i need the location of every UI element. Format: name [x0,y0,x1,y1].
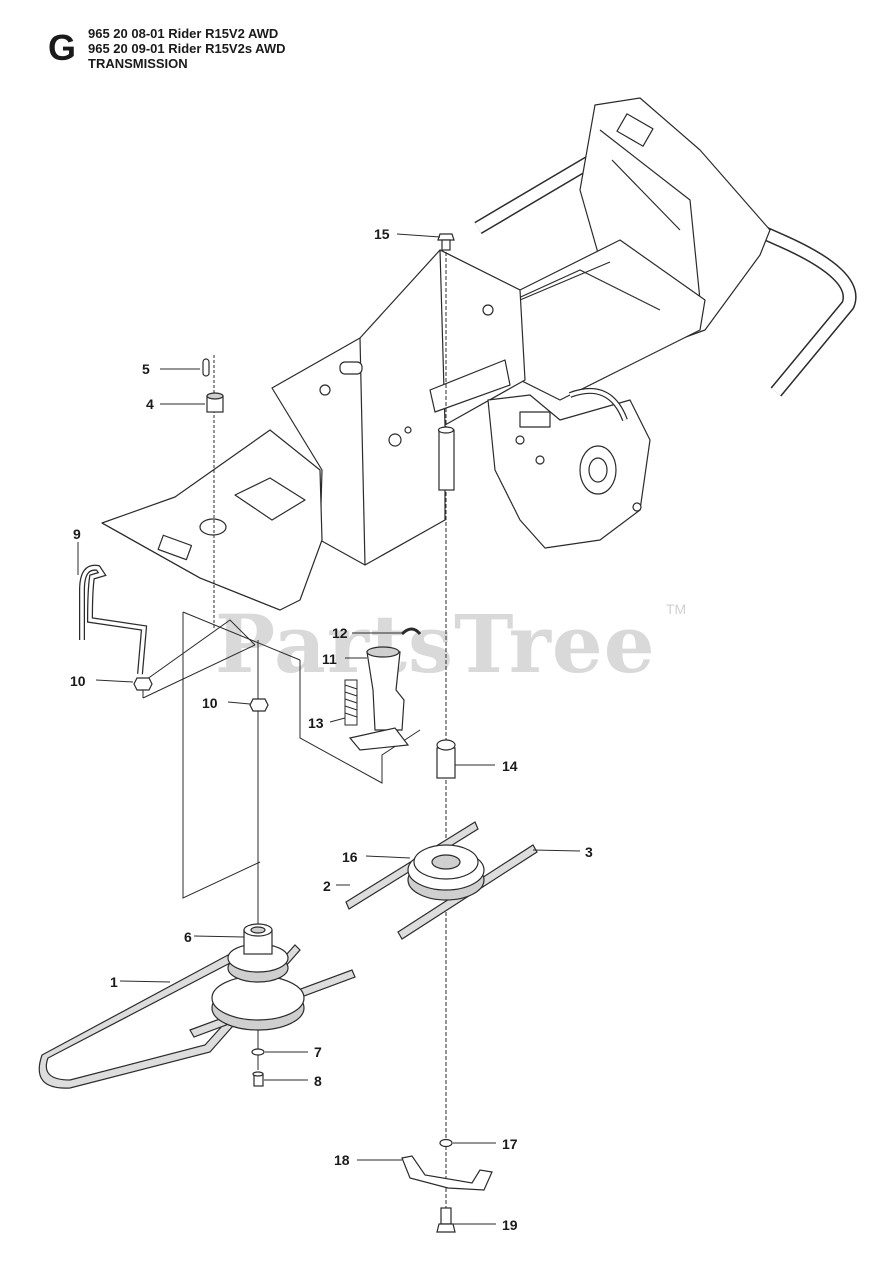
callout-16: 16 [342,849,358,865]
watermark: PartsTree [215,597,656,691]
callout-3: 3 [585,844,593,860]
diagram-title: 965 20 08-01 Rider R15V2 AWD 965 20 09-0… [88,26,286,71]
callout-15: 15 [374,226,390,242]
part-10-nut-right [249,698,269,712]
callout-18: 18 [334,1152,350,1168]
callout-7: 7 [314,1044,322,1060]
part-19-bolt [436,1207,456,1233]
callout-19: 19 [502,1217,518,1233]
part-9-rod [79,564,148,675]
callout-17: 17 [502,1136,518,1152]
frame-chassis [101,97,857,611]
callout-10-left: 10 [70,673,86,689]
part-16-pulley [407,844,485,901]
callout-2: 2 [323,878,331,894]
section-title: TRANSMISSION [88,56,188,71]
callout-14: 14 [502,758,518,774]
part-6-drive-pulley [211,923,305,1031]
callout-5: 5 [142,361,150,377]
callout-9: 9 [73,526,81,542]
part-12-clip [400,627,422,636]
part-10-nut-left [133,677,153,691]
watermark-trademark: TM [666,601,686,617]
part-15-bolt [437,233,455,251]
callout-6: 6 [184,929,192,945]
model-line-2: 965 20 09-01 Rider R15V2s AWD [88,41,286,56]
callout-leaders [77,233,581,1225]
part-7-washer [251,1048,265,1056]
part-13-spring [344,679,358,726]
part-11-idler-arm [348,646,410,751]
diagram-header: G 965 20 08-01 Rider R15V2 AWD 965 20 09… [40,24,460,74]
callout-13: 13 [308,715,324,731]
part-8-bolt [252,1071,264,1087]
callout-4: 4 [146,396,154,412]
callout-12: 12 [332,625,348,641]
callout-10-right: 10 [202,695,218,711]
callout-11: 11 [322,651,337,667]
model-line-1: 965 20 08-01 Rider R15V2 AWD [88,26,279,41]
callout-8: 8 [314,1073,322,1089]
part-1-belt [38,944,356,1089]
part-4-bushing [206,392,224,413]
section-letter: G [48,27,77,68]
part-14-spacer [436,739,456,779]
part-17-washer [439,1138,453,1148]
shaft-sleeve [437,426,455,491]
callout-1: 1 [110,974,118,990]
part-18-bracket [401,1155,493,1191]
part-5-pin [202,358,210,377]
